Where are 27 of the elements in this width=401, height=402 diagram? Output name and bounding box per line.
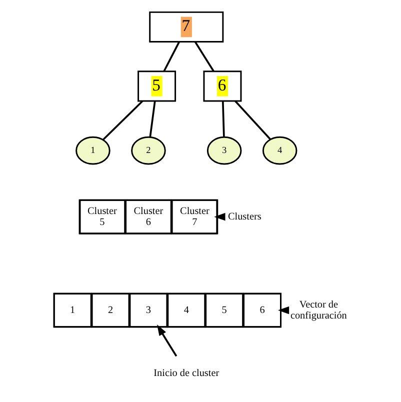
- node-text: Vector de configuración: [290, 299, 347, 322]
- node-text: Inicio de cluster: [154, 368, 220, 379]
- connector: [102, 100, 144, 140]
- connector: [194, 41, 214, 72]
- node-ellipse: 4: [262, 136, 298, 165]
- node-ellipse: 1: [76, 136, 110, 165]
- node-box: 6: [203, 70, 242, 102]
- connector: [149, 100, 156, 138]
- node-box: 4: [167, 292, 206, 328]
- connector: [234, 100, 271, 140]
- node-box: 2: [91, 292, 130, 328]
- node-box: Cluster 6: [125, 199, 172, 234]
- node-box: 6: [243, 292, 282, 328]
- arrow: [157, 324, 178, 357]
- node-box: 5: [205, 292, 244, 328]
- node-box: 1: [53, 292, 92, 328]
- arrow: [278, 306, 290, 314]
- node-text: Clusters: [228, 211, 262, 222]
- connector: [163, 41, 180, 72]
- node-box: 5: [138, 70, 176, 102]
- node-box: 7: [149, 11, 224, 43]
- node-ellipse: 2: [131, 136, 166, 165]
- node-box: Cluster 5: [78, 199, 126, 234]
- node-ellipse: 3: [206, 136, 242, 165]
- connector: [222, 100, 225, 138]
- arrow: [214, 212, 226, 221]
- node-box: 3: [129, 292, 168, 328]
